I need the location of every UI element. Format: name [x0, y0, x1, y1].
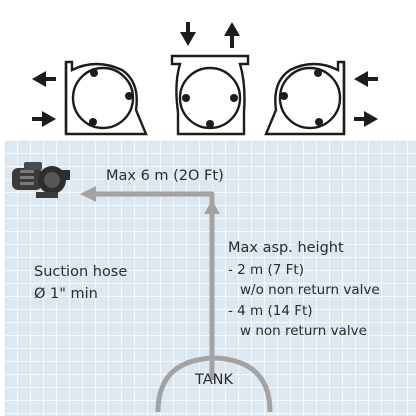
asp-height-line3: - 4 m (14 Ft) — [228, 303, 313, 319]
asp-height-line1: - 2 m (7 Ft) — [228, 262, 304, 278]
arrow-left-icon — [32, 71, 56, 87]
hose-diameter-label: Ø 1" min — [34, 286, 98, 302]
suction-hose-label: Suction hose — [34, 264, 127, 280]
suction-flow-arrow — [94, 191, 215, 380]
pump-top-outlet-icon — [170, 54, 250, 136]
arrow-left-icon — [354, 71, 378, 87]
arrow-right-icon — [354, 111, 378, 127]
asp-height-line4: w non return valve — [240, 323, 367, 339]
flow-arrowhead-up — [204, 200, 220, 214]
arrow-up-icon — [224, 22, 240, 48]
pump-left-outlet-icon — [64, 60, 148, 136]
flow-arrowhead-left — [80, 186, 96, 202]
arrow-down-icon — [180, 22, 196, 46]
pump-unit-image — [12, 162, 70, 198]
pump-right-outlet-icon — [264, 60, 346, 136]
max-distance-label: Max 6 m (2O Ft) — [106, 168, 224, 184]
tank-outline — [155, 355, 273, 413]
tank-label: TANK — [194, 372, 233, 388]
arrow-right-icon — [32, 111, 56, 127]
asp-height-line2: w/o non return valve — [240, 282, 380, 298]
asp-height-title: Max asp. height — [228, 240, 344, 256]
